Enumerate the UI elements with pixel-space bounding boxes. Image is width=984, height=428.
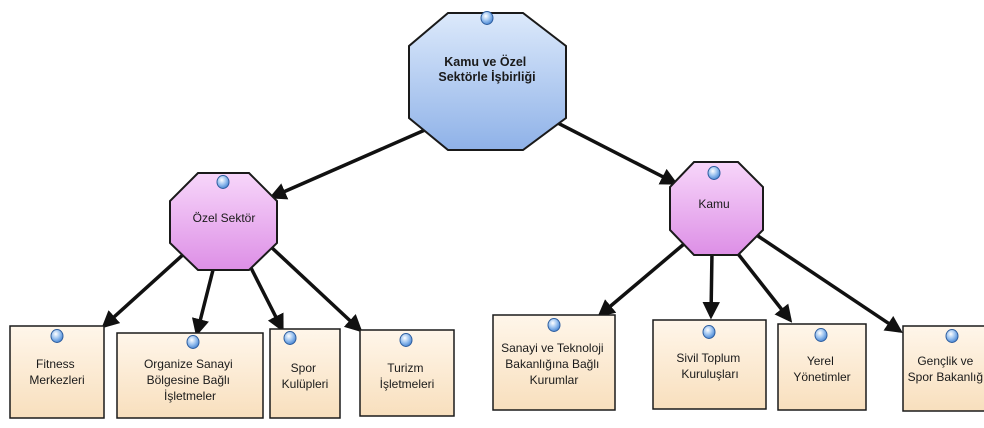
marker-icon — [707, 166, 721, 180]
connector-ozel-to-organize — [191, 265, 216, 337]
leaf-label: Sanayi ve Teknoloji Bakanlığına Bağlı Ku… — [501, 341, 607, 387]
connector-kamu-to-sivil — [702, 251, 720, 320]
leaf-organize-sanayi[interactable]: Organize Sanayi Bölgesine Bağlı İşletmel… — [116, 332, 264, 419]
marker-icon — [283, 331, 297, 345]
leaf-sivil-toplum[interactable]: Sivil Toplum Kuruluşları — [652, 319, 767, 410]
root-node[interactable]: Kamu ve Özel Sektörle İşbirliği — [408, 11, 567, 151]
marker-icon — [50, 329, 64, 343]
marker-icon — [480, 11, 494, 25]
marker-icon — [399, 333, 413, 347]
connector-ozel-to-spor-kulupleri — [246, 261, 284, 333]
marker-icon — [814, 328, 828, 342]
connector-ozel-to-fitness — [101, 250, 188, 329]
leaf-label: Organize Sanayi Bölgesine Bağlı İşletmel… — [144, 357, 236, 403]
marker-icon — [216, 175, 230, 189]
connector-root-to-ozel-sektor — [268, 124, 435, 200]
leaf-turizm-isletmeleri[interactable]: Turizm İşletmeleri — [359, 329, 455, 417]
leaf-label: Spor Kulüpleri — [282, 361, 329, 391]
leaf-genclik-spor-bakanligi[interactable]: Gençlik ve Spor Bakanlığı — [902, 325, 984, 412]
leaf-fitness-merkezleri[interactable]: Fitness Merkezleri — [9, 325, 105, 419]
connector-kamu-to-genclik — [751, 230, 903, 333]
marker-icon — [547, 318, 561, 332]
ozel-sektor-label: Özel Sektör — [193, 211, 256, 225]
marker-icon — [702, 325, 716, 339]
leaf-label: Yerel Yönetimler — [793, 354, 850, 384]
connector-root-to-kamu — [547, 116, 679, 185]
connectors — [101, 116, 903, 337]
leaf-label: Sivil Toplum Kuruluşları — [676, 351, 743, 381]
ozel-sektor-node[interactable]: Özel Sektör — [169, 172, 278, 271]
leaf-sanayi-teknoloji[interactable]: Sanayi ve Teknoloji Bakanlığına Bağlı Ku… — [492, 314, 616, 411]
marker-icon — [945, 329, 959, 343]
marker-icon — [186, 335, 200, 349]
connector-kamu-to-yerel — [733, 248, 793, 323]
connector-ozel-to-turizm — [268, 244, 363, 333]
leaf-label: Gençlik ve Spor Bakanlığı — [908, 354, 984, 384]
root-label: Kamu ve Özel Sektörle İşbirliği — [438, 54, 535, 84]
leaf-label: Turizm İşletmeleri — [380, 361, 435, 391]
connector-kamu-to-sanayi — [597, 242, 686, 318]
leaf-yerel-yonetimler[interactable]: Yerel Yönetimler — [777, 323, 867, 411]
leaf-label: Fitness Merkezleri — [29, 357, 84, 387]
kamu-node[interactable]: Kamu — [669, 161, 764, 256]
kamu-label: Kamu — [698, 197, 729, 211]
leaf-spor-kulupleri[interactable]: Spor Kulüpleri — [269, 328, 341, 419]
